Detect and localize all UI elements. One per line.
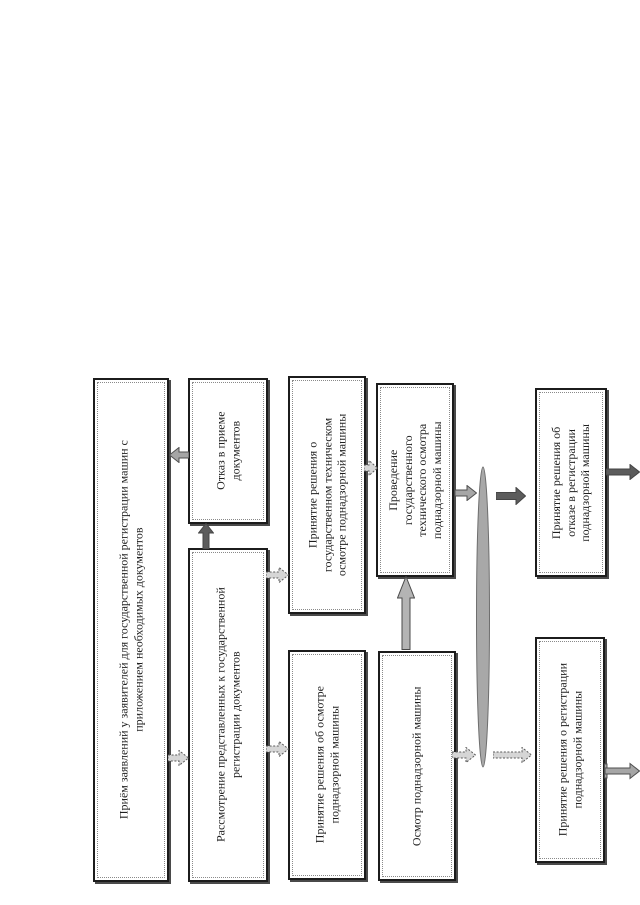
- arrow-rassmotrenie-to-otkaz: [198, 523, 214, 549]
- arrow-registratsiya-out: [604, 762, 640, 780]
- arrow-osmotr-to-provedenie: [397, 576, 415, 650]
- box-otkaz-v-prieme-label: Отказ в приеме документов: [213, 411, 242, 491]
- box-reshenie-ob-osmotre-label: Принятие решения об осмотре поднадзорной…: [312, 686, 341, 844]
- arrow-ellipse-to-otkaz-registratsii: [496, 487, 526, 505]
- box-provedenie-tekhosmotra: Проведение государственного технического…: [376, 383, 454, 577]
- arrow-provedenie-to-ellipse: [455, 485, 477, 501]
- arrow-rassmotrenie-to-osmotr-reshenie: [266, 741, 289, 757]
- box-osmotr-label: Осмотр поднадзорной машины: [409, 686, 424, 846]
- box-priyom-zayavleniy: Приём заявлений у заявителей для государ…: [93, 378, 169, 882]
- box-otkaz-v-prieme: Отказ в приеме документов: [188, 378, 268, 524]
- box-reshenie-o-tekhosmotre-label: Принятие решения о государственном техни…: [305, 413, 349, 577]
- box-otkaz-v-registratsii-label: Принятие решения об отказе в регистрации…: [549, 423, 593, 542]
- box-rassmotrenie-label: Рассмотрение представленных к государств…: [213, 587, 242, 843]
- arrow-rassmotrenie-to-tekhosmotr: [266, 567, 289, 583]
- box-registratsiya: Принятие решения о регистрации поднадзор…: [535, 637, 605, 863]
- arrow-ellipse-to-registratsiya: [493, 747, 532, 763]
- arrow-otkaz-to-priyom: [169, 447, 189, 463]
- box-reshenie-ob-osmotre: Принятие решения об осмотре поднадзорной…: [288, 650, 366, 880]
- arrow-osmotr-to-ellipse: [452, 747, 476, 763]
- box-registratsiya-label: Принятие решения о регистрации поднадзор…: [555, 663, 584, 837]
- arrow-otkaz-registratsii-out: [606, 464, 640, 480]
- box-provedenie-tekhosmotra-label: Проведение государственного технического…: [385, 421, 444, 539]
- box-osmotr: Осмотр поднадзорной машины: [378, 651, 456, 881]
- box-reshenie-o-tekhosmotre: Принятие решения о государственном техни…: [288, 376, 366, 614]
- arrow-priyom-to-rassmotrenie: [168, 750, 189, 766]
- box-rassmotrenie: Рассмотрение представленных к государств…: [188, 548, 268, 882]
- box-priyom-zayavleniy-label: Приём заявлений у заявителей для государ…: [116, 440, 145, 820]
- connector-ellipse: [476, 466, 490, 768]
- box-otkaz-v-registratsii: Принятие решения об отказе в регистрации…: [535, 388, 607, 577]
- arrow-tekhosmotr-to-provedenie: [364, 460, 378, 476]
